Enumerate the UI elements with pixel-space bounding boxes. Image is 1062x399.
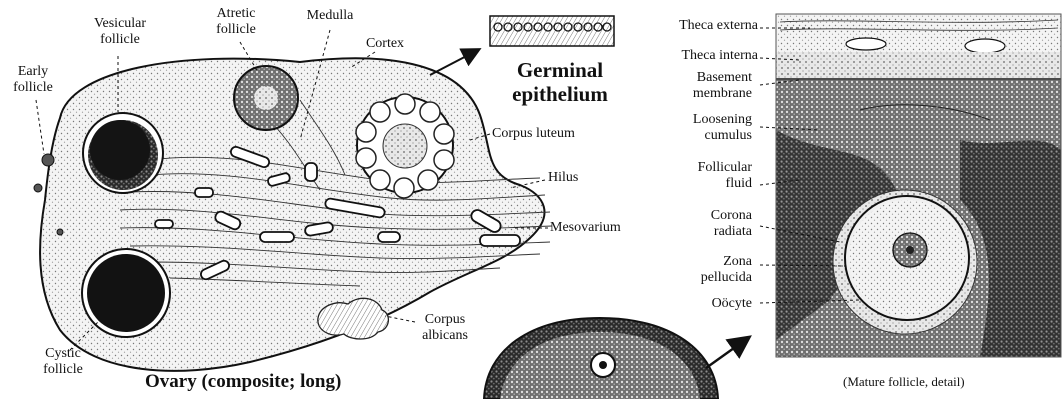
label-theca-interna: Theca interna [630,48,758,64]
label-germinal-epithelium: Germinal epithelium [490,58,630,106]
label-cystic-follicle: Cystic follicle [28,346,98,378]
label-loosening-cumulus: Loosening cumulus [630,112,752,144]
label-theca-externa: Theca externa [630,18,758,34]
label-cortex: Cortex [350,36,420,52]
label-zona-pellucida: Zona pellucida [630,254,752,286]
label-atretic-follicle: Atretic follicle [196,6,276,38]
label-medulla: Medulla [290,8,370,24]
ovary-title: Ovary (composite; long) [145,371,341,393]
detail-arrow [706,338,748,368]
germinal-arrow [430,50,478,75]
label-follicular-fluid: Follicular fluid [630,160,752,192]
label-corpus-luteum: Corpus luteum [492,126,575,142]
label-early-follicle: Early follicle [0,64,66,96]
label-oocyte: Oöcyte [630,296,752,312]
label-vesicular-follicle: Vesicular follicle [80,16,160,48]
label-basement-membrane: Basement membrane [630,70,752,102]
mature-follicle-caption: (Mature follicle, detail) [843,374,965,389]
label-mesovarium: Mesovarium [550,220,621,236]
label-corona-radiata: Corona radiata [630,208,752,240]
germinal-epithelium-strip [490,16,614,46]
label-corpus-albicans: Corpus albicans [410,312,480,344]
label-hilus: Hilus [548,170,578,186]
mature-follicle-detail [760,14,1061,357]
small-follicle-drawing [484,318,748,399]
